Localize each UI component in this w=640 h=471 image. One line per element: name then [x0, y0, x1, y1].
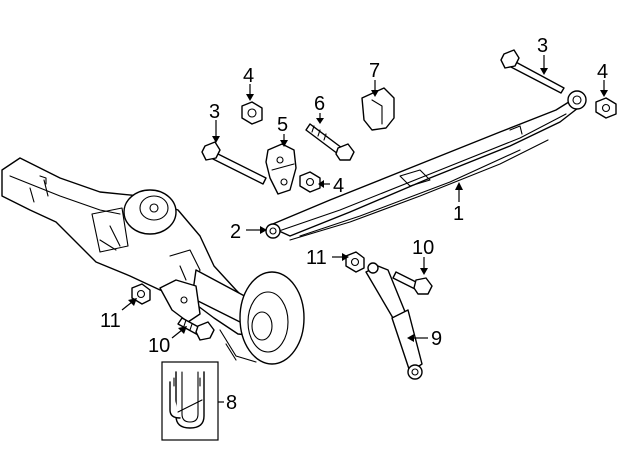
- callout-5: 5: [277, 114, 288, 136]
- callout-10-right: 10: [412, 237, 434, 259]
- callout-3-right: 3: [537, 35, 548, 57]
- nut-right: [595, 97, 617, 119]
- shock-absorber: [365, 262, 423, 380]
- callout-4-top: 4: [243, 65, 254, 87]
- callout-7: 7: [369, 60, 380, 82]
- callout-8: 8: [226, 392, 237, 414]
- shock-upper-bolt: [392, 271, 433, 295]
- callout-2: 2: [230, 221, 241, 243]
- spring-seat: [159, 279, 201, 323]
- callout-4-right: 4: [597, 61, 608, 83]
- shackle-bolt: [305, 123, 355, 161]
- leader-lines: [121, 55, 608, 403]
- callout-1: 1: [453, 203, 464, 225]
- callout-3-left: 3: [209, 101, 220, 123]
- rear-spring-bolt: [500, 49, 565, 94]
- nut-middle: [299, 171, 321, 193]
- shock-lower-bolt: [177, 317, 215, 341]
- spring-shackle: [265, 143, 297, 195]
- rear-axle-housing: [1, 157, 305, 365]
- callout-10-left: 10: [148, 335, 170, 357]
- callout-11-upper: 11: [306, 247, 327, 269]
- front-spring-bolt: [201, 141, 267, 185]
- nut-top: [241, 101, 263, 125]
- callout-6: 6: [314, 93, 325, 115]
- callout-11-lower: 11: [100, 310, 121, 332]
- callout-labels: 1 2 3 3 4 4 4 5 6 7 8 9 10 10 11 11: [100, 35, 608, 414]
- shock-nut-upper: [345, 251, 365, 273]
- callout-4-middle: 4: [333, 175, 344, 197]
- jounce-bumper: [361, 87, 395, 131]
- callout-9: 9: [431, 328, 442, 350]
- leaf-spring: [265, 90, 587, 241]
- u-bolt-box: [161, 361, 219, 441]
